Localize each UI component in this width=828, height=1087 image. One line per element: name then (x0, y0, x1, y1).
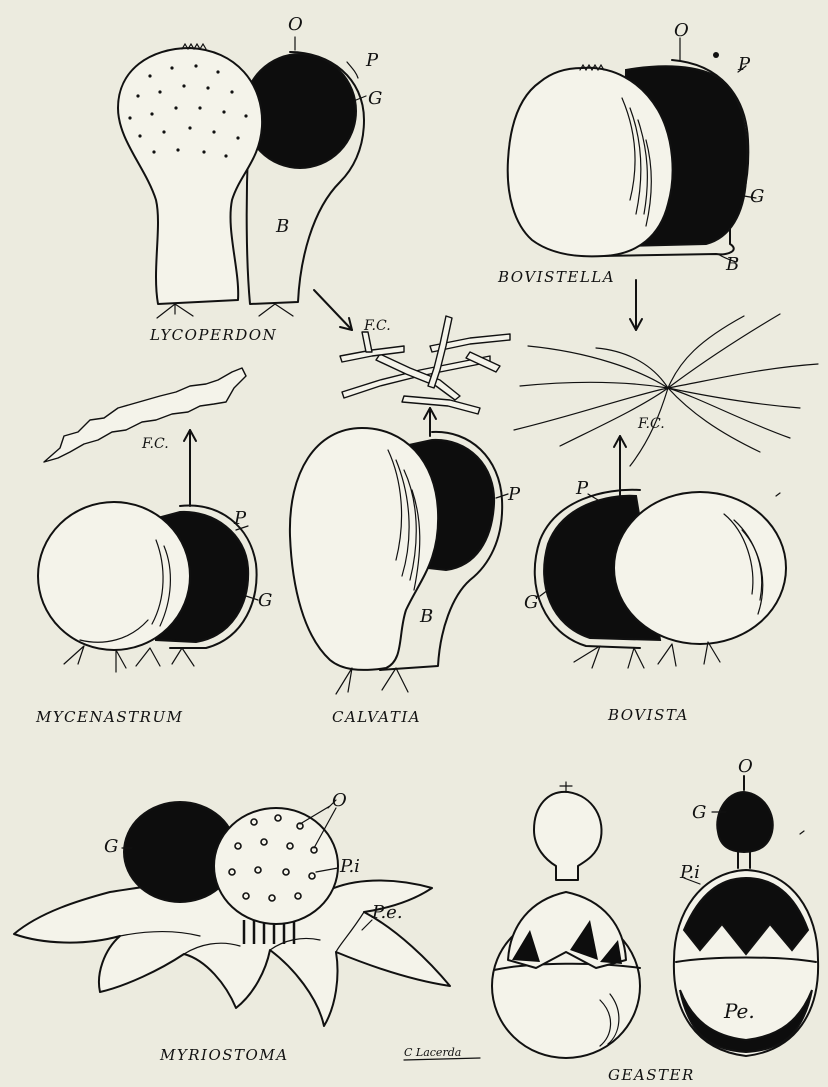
bovista-figure (535, 436, 786, 668)
artist-signature: C Lacerda (404, 1046, 461, 1059)
label-peridium: P (365, 50, 379, 71)
caption-bovista: BOVISTA (607, 706, 689, 724)
label-outer-peridium-myriostoma: P.e. (371, 902, 403, 923)
label-ostiole-myriostoma: O (332, 790, 347, 811)
label-gleba-myriostoma: G (104, 836, 118, 857)
label-gleba-geaster: G (692, 802, 706, 823)
label-peridium-bovistella: P (737, 54, 751, 75)
caption-lycoperdon: LYCOPERDON (149, 326, 277, 344)
calvatia-roots (336, 668, 408, 694)
label-capillitium-mycenastrum: F.C. (141, 436, 169, 452)
label-peridium-mycenastrum: P (233, 508, 247, 529)
label-ostiole-bovistella: O (674, 20, 689, 41)
caption-myriostoma: MYRIOSTOMA (159, 1046, 289, 1064)
label-capillitium-calvatia: F.C. (363, 318, 391, 334)
label-outer-peridium-geaster: Pe. (723, 999, 755, 1023)
geaster-left-inner-peridium (534, 792, 602, 880)
mycenastrum-roots (64, 646, 194, 672)
label-gleba-bovista: G (524, 592, 538, 613)
myriostoma-inner-peridium (214, 808, 338, 924)
arrow-lycoperdon-to-capillitium (314, 290, 352, 330)
label-base-calvatia: B (419, 606, 433, 627)
bovistella-exterior (508, 68, 673, 257)
lycoperdon-exterior (118, 48, 262, 304)
caption-geaster: GEASTER (608, 1066, 695, 1084)
arrow-bovistella-to-capillitium (630, 280, 642, 330)
label-base: B (275, 216, 289, 237)
lycoperdon-figure (118, 37, 366, 318)
geaster-exterior-figure (492, 782, 640, 1058)
lycoperdon-roots (157, 304, 293, 318)
label-gleba: G (368, 88, 382, 109)
label-capillitium-bovista: F.C. (637, 416, 665, 432)
label-inner-peridium-myriostoma: P.i (339, 856, 360, 877)
label-base-bovistella: B (725, 254, 739, 275)
bovistella-figure (508, 38, 756, 262)
caption-bovistella: BOVISTELLA (497, 268, 615, 286)
label-ostiole: O (288, 14, 303, 35)
label-peridium-calvatia: P (507, 484, 521, 505)
label-gleba-bovistella: G (750, 186, 764, 207)
mycenastrum-exterior (38, 502, 190, 650)
caption-calvatia: CALVATIA (332, 708, 421, 726)
mycenastrum-figure (38, 430, 258, 672)
calvatia-figure (290, 408, 508, 694)
label-gleba-mycenastrum: G (258, 590, 272, 611)
geaster-gleba (717, 792, 773, 852)
bovista-capillitium (514, 314, 818, 466)
label-peridium-bovista: P (575, 478, 589, 499)
label-inner-peridium-geaster: P.i (679, 862, 700, 883)
caption-mycenastrum: MYCENASTRUM (35, 708, 183, 726)
label-ostiole-geaster: O (738, 756, 753, 777)
